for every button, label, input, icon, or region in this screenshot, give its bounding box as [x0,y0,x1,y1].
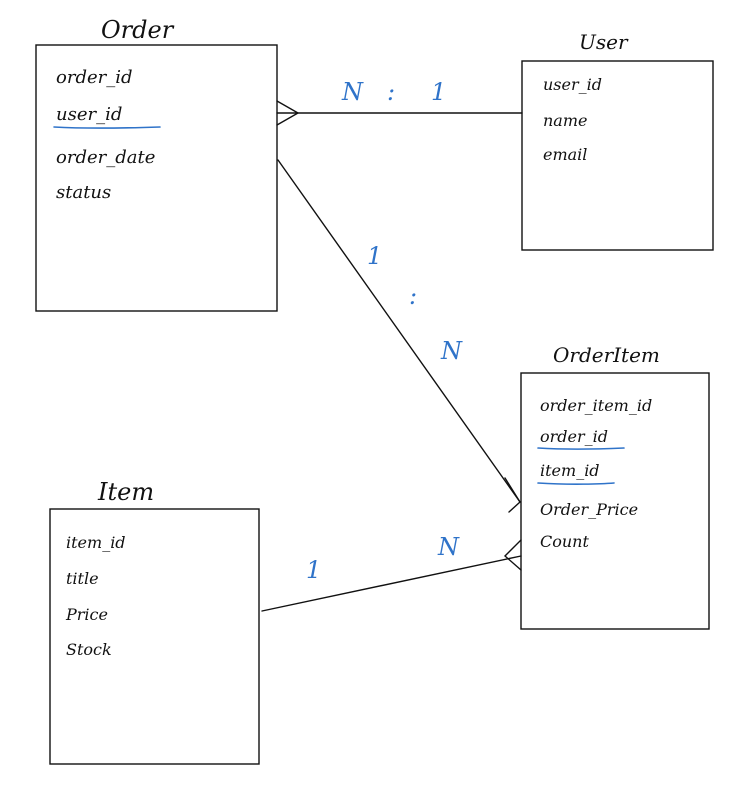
order-field-order-date: order_date [56,147,155,168]
orderitem-field-order-price: Order_Price [540,500,638,519]
order-orderitem-line [277,159,521,503]
item-field-stock: Stock [66,640,112,659]
item-orderitem-right-cardinality: N [437,533,460,561]
order-user-left-cardinality: N [341,78,364,106]
user-title: User [579,30,629,54]
relationship-order-user: N : 1 [276,78,523,126]
entity-user: User user_id name email [521,30,714,251]
orderitem-field-item-id: item_id [540,461,600,480]
order-field-user-id: user_id [56,104,122,125]
orderitem-field-order-id: order_id [540,427,608,446]
order-orderitem-separator: : [409,282,417,310]
entity-item: Item item_id title Price Stock [49,478,260,765]
order-orderitem-crow-foot [504,477,521,513]
user-box [521,60,714,251]
item-orderitem-line [261,555,522,612]
orderitem-order-id-underline [537,447,625,450]
item-title: Item [97,478,154,506]
entity-orderitem: OrderItem order_item_id order_id item_id… [520,343,710,630]
item-field-price: Price [65,605,108,624]
order-field-order-id: order_id [56,67,133,88]
item-field-item-id: item_id [66,533,126,552]
orderitem-box [520,372,710,630]
user-field-user-id: user_id [543,75,602,94]
order-user-separator: : [387,78,395,106]
item-orderitem-crow-foot [503,539,522,571]
order-title: Order [101,16,175,44]
orderitem-title: OrderItem [553,343,660,367]
order-user-crow-foot [276,100,300,126]
order-orderitem-right-cardinality: N [440,337,463,365]
user-field-email: email [543,145,587,164]
item-orderitem-left-cardinality: 1 [306,556,321,584]
order-user-right-cardinality: 1 [431,78,446,106]
relationship-item-orderitem: 1 N [261,533,522,612]
item-box [49,508,260,765]
order-user-id-underline [53,126,161,129]
orderitem-field-order-item-id: order_item_id [540,396,652,415]
relationship-order-orderitem: 1 : N [277,159,521,513]
user-field-name: name [543,111,587,130]
order-orderitem-left-cardinality: 1 [367,242,382,270]
item-field-title: title [66,569,99,588]
orderitem-item-id-underline [537,482,615,485]
orderitem-field-count: Count [540,532,589,551]
order-field-status: status [56,182,111,203]
entity-order: Order order_id user_id order_date status [35,16,278,312]
order-box [35,44,278,312]
